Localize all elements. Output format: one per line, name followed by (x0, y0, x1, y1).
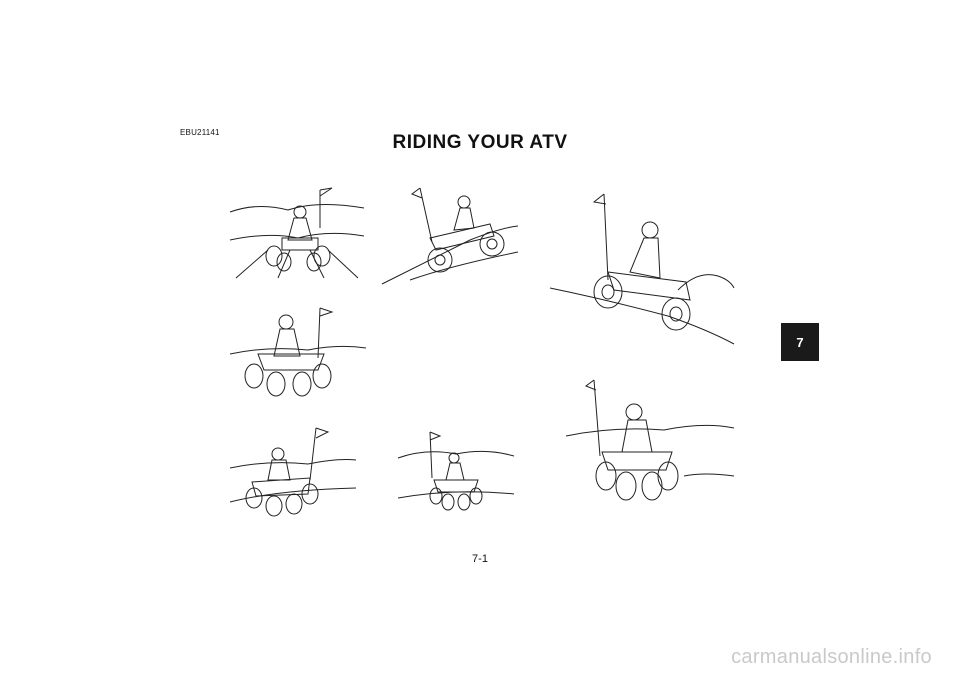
atv-traversing-slope-icon (228, 420, 358, 522)
section-code: EBU21141 (180, 128, 220, 137)
atv-riding-rough-terrain-icon (564, 372, 736, 514)
page-title: RIDING YOUR ATV (392, 132, 568, 153)
chapter-tab: 7 (781, 323, 819, 361)
atv-turning-front-view-icon (228, 302, 368, 402)
atv-downhill-front-view-icon (396, 428, 516, 520)
page-number: 7-1 (472, 553, 488, 565)
atv-climbing-hill-side-view-icon (380, 180, 520, 290)
atv-wheelie-hill-climb-icon (548, 180, 736, 348)
watermark: carmanualsonline.info (731, 646, 932, 668)
atv-riding-uphill-rear-view-icon (228, 180, 366, 290)
